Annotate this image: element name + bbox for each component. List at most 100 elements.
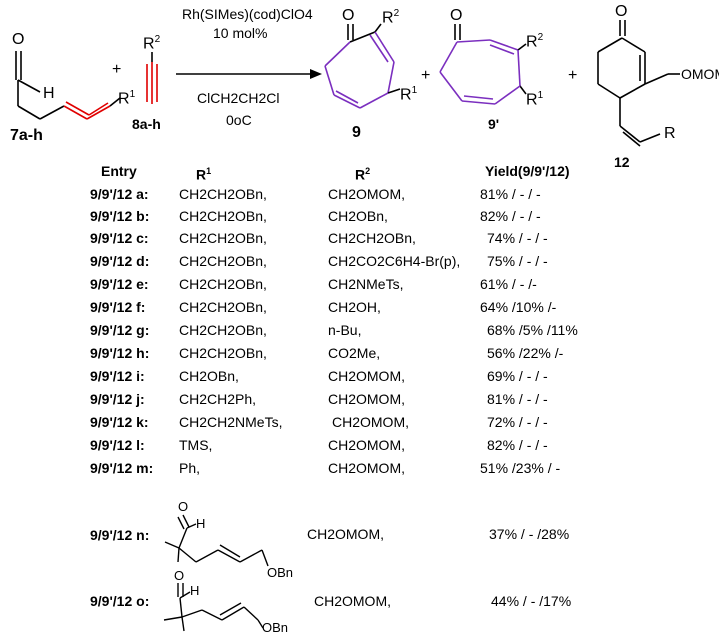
row-a-yield: 81% / - / - [480, 186, 541, 202]
row-h-r1: CH2CH2OBn, [179, 345, 267, 361]
row-f-yield: 64% /10% /- [480, 299, 557, 315]
row-o-obn-label: OBn [262, 620, 289, 635]
header-r2: R2 [355, 166, 371, 183]
row-m-r2: CH2OMOM, [328, 460, 405, 476]
row-n-r2: CH2OMOM, [307, 526, 384, 542]
row-a-r1: CH2CH2OBn, [179, 186, 267, 202]
row-e-r2: CH2NMeTs, [328, 276, 404, 292]
row-n-entry: 9/9'/12 n: [90, 527, 150, 543]
row-b-r2: CH2OBn, [328, 208, 388, 224]
conditions-solvent: ClCH2CH2Cl [197, 90, 280, 106]
row-k-r1: CH2CH2NMeTs, [179, 414, 283, 430]
reactant-7-structure [15, 51, 65, 120]
row-o-entry: 9/9'/12 o: [90, 593, 150, 609]
allene-bonds [63, 101, 111, 120]
reactant-8-structure [146, 52, 158, 104]
product-9-r1-label: R1 [400, 85, 418, 104]
product-12-oxygen-label: O [615, 3, 628, 20]
product-9-structure [324, 23, 401, 109]
row-f-r2: CH2OH, [328, 299, 381, 315]
row-i-r2: CH2OMOM, [328, 368, 405, 384]
row-c-entry: 9/9'/12 c: [90, 230, 149, 246]
product-9prime-structure [439, 24, 527, 105]
product-12-label: 12 [614, 154, 630, 170]
row-k-r2: CH2OMOM, [332, 414, 409, 430]
row-m-entry: 9/9'/12 m: [90, 460, 154, 476]
row-n-yield: 37% / - /28% [489, 526, 570, 542]
row-f-entry: 9/9'/12 f: [90, 299, 146, 315]
row-o-h-label: H [190, 583, 200, 598]
row-j-yield: 81% / - / - [487, 391, 548, 407]
row-m-r1: Ph, [179, 460, 201, 476]
row-g-r2: n-Bu, [328, 322, 362, 338]
row-l-yield: 82% / - / - [487, 437, 548, 453]
header-entry: Entry [101, 163, 137, 179]
row-a-r2: CH2OMOM, [328, 186, 405, 202]
row-k-yield: 72% / - / - [487, 414, 548, 430]
product-12-r-label: R [664, 125, 676, 142]
row-j-r1: CH2CH2Ph, [179, 391, 257, 407]
row-m-yield: 51% /23% / - [480, 460, 561, 476]
product-9prime-r1-label: R1 [526, 90, 544, 109]
product-9prime-r2-label: R2 [526, 32, 544, 51]
product-9-oxygen-label: O [342, 7, 355, 24]
conditions-loading: 10 mol% [213, 25, 268, 41]
conditions-catalyst: Rh(SIMes)(cod)ClO4 [182, 6, 313, 22]
row-n-obn-label: OBn [267, 565, 294, 580]
plus-sign-1: + [112, 61, 122, 78]
row-l-entry: 9/9'/12 l: [90, 437, 145, 453]
row-h-yield: 56% /22% /- [487, 345, 564, 361]
row-h-r2: CO2Me, [328, 345, 381, 361]
row-n-h-label: H [196, 516, 206, 531]
product-9prime-oxygen-label: O [450, 7, 463, 24]
row-e-entry: 9/9'/12 e: [90, 276, 149, 292]
r1-bond [109, 97, 121, 107]
header-yield: Yield(9/9'/12) [485, 163, 570, 179]
row-n-oxygen-label: O [178, 499, 189, 514]
product-9prime-label: 9' [488, 116, 500, 132]
row-g-yield: 68% /5% /11% [487, 322, 578, 338]
row-b-entry: 9/9'/12 b: [90, 208, 150, 224]
aldehyde-oxygen-label: O [12, 31, 25, 48]
row-a-entry: 9/9'/12 a: [90, 186, 149, 202]
row-i-r1: CH2OBn, [179, 368, 239, 384]
row-e-yield: 61% / - /- [480, 276, 537, 292]
product-9-r2-label: R2 [382, 8, 400, 27]
reaction-arrow [176, 69, 322, 79]
product-12-omom-label: OMOM [681, 66, 719, 82]
row-d-yield: 75% / - / - [487, 253, 548, 269]
row-i-entry: 9/9'/12 i: [90, 368, 145, 384]
reactant-7-r1-label: R1 [118, 89, 136, 108]
row-o-r2: CH2OMOM, [314, 593, 391, 609]
row-b-yield: 82% / - / - [480, 208, 541, 224]
row-c-r2: CH2CH2OBn, [328, 230, 416, 246]
reactant-8-label: 8a-h [132, 116, 161, 132]
row-d-r2: CH2CO2C6H4-Br(p), [328, 253, 461, 269]
row-g-entry: 9/9'/12 g: [90, 322, 150, 338]
row-o-oxygen-label: O [174, 568, 185, 583]
reactant-7-label: 7a-h [10, 127, 43, 144]
row-i-yield: 69% / - / - [487, 368, 548, 384]
row-f-r1: CH2CH2OBn, [179, 299, 267, 315]
header-r1: R1 [196, 166, 212, 183]
row-l-r1: TMS, [179, 437, 213, 453]
row-j-r2: CH2OMOM, [328, 391, 405, 407]
row-d-r1: CH2CH2OBn, [179, 253, 267, 269]
conditions-temperature: 0oC [226, 112, 252, 128]
row-h-entry: 9/9'/12 h: [90, 345, 150, 361]
entry-n-structure [164, 514, 269, 567]
row-c-r1: CH2CH2OBn, [179, 230, 267, 246]
plus-sign-2: + [421, 67, 431, 84]
row-o-yield: 44% / - /17% [491, 593, 572, 609]
row-l-r2: CH2OMOM, [328, 437, 405, 453]
aldehyde-h-label: H [43, 85, 55, 102]
row-b-r1: CH2CH2OBn, [179, 208, 267, 224]
product-12-structure [597, 20, 680, 147]
row-j-entry: 9/9'/12 j: [90, 391, 145, 407]
entry-o-structure [163, 583, 264, 632]
product-9-label: 9 [352, 124, 361, 141]
row-c-yield: 74% / - / - [487, 230, 548, 246]
plus-sign-3: + [568, 67, 578, 84]
row-k-entry: 9/9'/12 k: [90, 414, 149, 430]
